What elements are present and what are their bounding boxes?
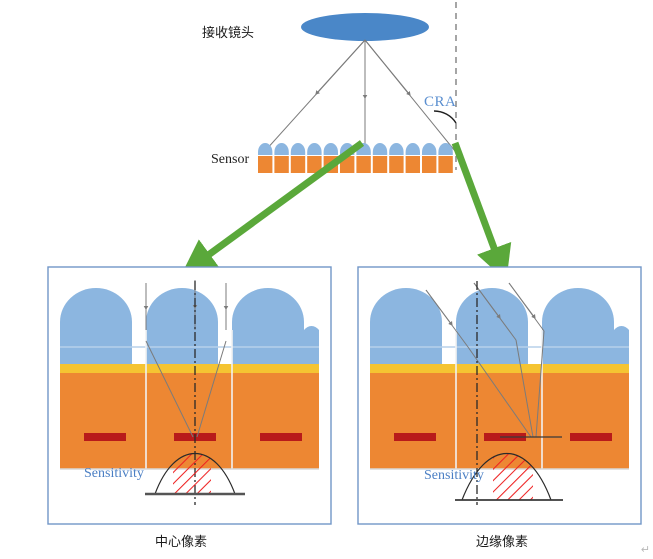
sensor-pixel-body [274,156,289,173]
lens-label: 接收镜头 [202,26,255,41]
sensor-pixel-body [438,156,453,173]
caption-center-pixel: 中心像素 [155,535,208,550]
green-arrow-center [181,140,365,275]
caption-edge-pixel: 边缘像素 [476,535,529,550]
sensor-pixel-body [307,156,322,173]
sensor-pixel-body [356,156,371,173]
ray-right-arrow [364,39,411,96]
photodiode-left-edge [394,433,436,441]
pixel-stack-edge [370,288,629,470]
sensitivity-curve-edge [455,452,563,501]
sensor-pixel-body [290,156,306,173]
sensor-pixel-body [422,156,437,173]
sensor-microlens [372,142,388,155]
sensor-microlens [405,143,420,155]
ray-left-arrow [315,39,366,95]
green-arrow-edge [451,141,512,282]
sensor-microlens [323,143,338,155]
sensor-microlens [438,143,453,155]
corner-mark-icon: ↵ [640,543,650,556]
sensor-label: Sensor [211,152,250,167]
sensor-microlens [422,143,437,155]
sensor-pixel-body [389,156,404,173]
photodiode-left [84,433,126,441]
photodiode-right [260,433,302,441]
sensitivity-label-edge: Sensitivity [424,468,484,483]
receiving-lens [301,13,429,41]
pixel-stack-center [60,288,319,470]
sensor-microlens [258,143,273,155]
sensitivity-curve-center [145,453,245,496]
sensor-microlens [307,143,322,155]
sensor-strip [258,142,453,173]
cra-label: CRA [424,94,457,110]
photodiode-right-edge [570,433,612,441]
sensor-microlens [274,143,289,155]
cra-angle-arc [433,110,457,124]
sensor-microlens [389,143,404,155]
sensor-pixel-body [258,156,273,173]
sensor-microlens [290,142,306,155]
sensor-pixel-body [405,156,420,173]
sensitivity-label-center: Sensitivity [84,466,144,481]
sensor-pixel-body [372,156,388,173]
